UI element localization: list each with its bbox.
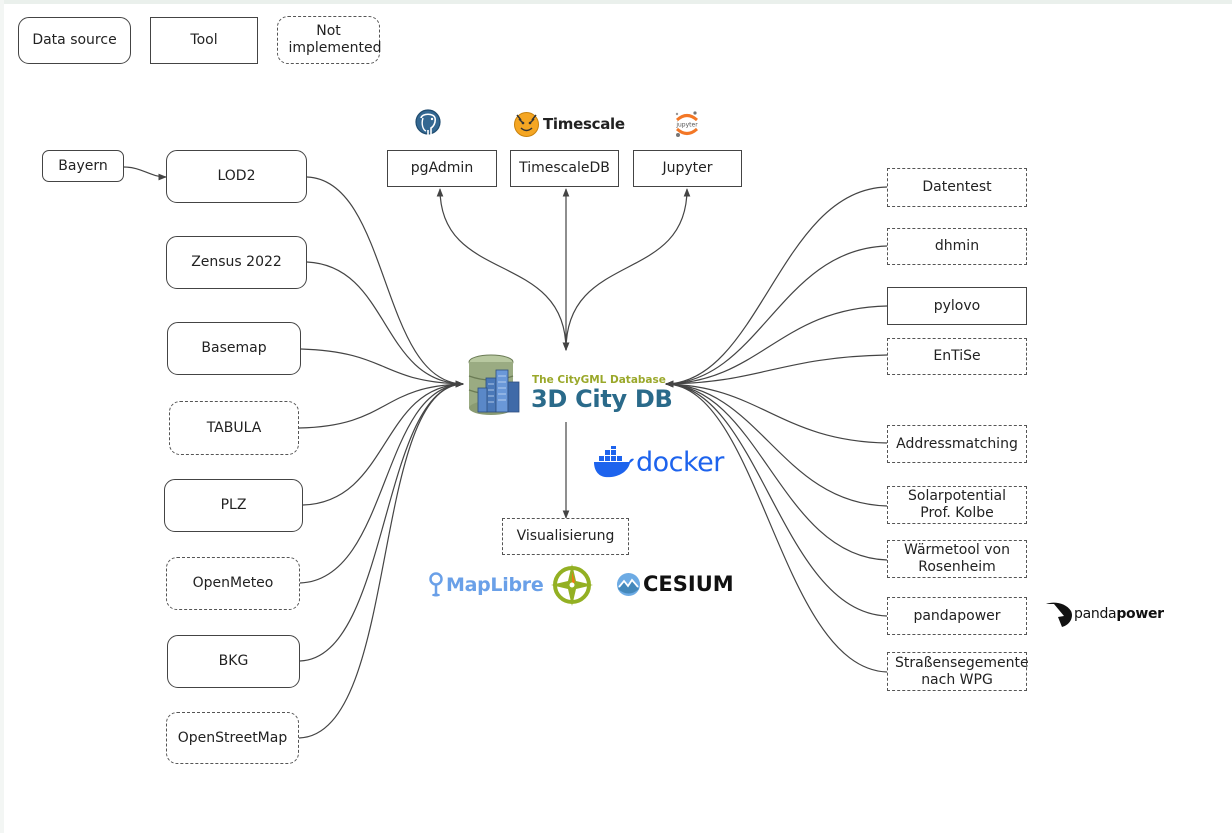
pandapower-logo-text-a: panda bbox=[1074, 606, 1117, 622]
source-zensus-2022: Zensus 2022 bbox=[166, 236, 307, 289]
edge-dhmin-citydb bbox=[665, 245, 888, 388]
top-border bbox=[0, 0, 1232, 4]
edge-pandapower-citydb bbox=[665, 380, 888, 617]
edge-solar-citydb bbox=[665, 380, 888, 507]
edge-zensus-citydb bbox=[306, 261, 464, 388]
source-openmeteo: OpenMeteo bbox=[166, 557, 300, 610]
pandapower-bolt-icon bbox=[1046, 602, 1072, 627]
legend-not-implemented: Not implemented bbox=[277, 16, 382, 64]
edge-citydb-pgadmin bbox=[436, 188, 570, 351]
citydb-title: 3D City DB bbox=[531, 385, 673, 413]
maplibre-logo-text: MapLibre bbox=[446, 574, 544, 596]
edge-citydb-jupyter bbox=[562, 188, 691, 351]
docker-whale-icon bbox=[594, 446, 634, 478]
source-openstreetmap: OpenStreetMap bbox=[166, 712, 299, 764]
edge-osm-citydb bbox=[298, 380, 464, 739]
pandapower-logo-text: pandapower bbox=[1074, 606, 1164, 622]
edge-basemap-citydb bbox=[300, 348, 464, 388]
tool-strassensegmente: Straßensegemente nach WPG bbox=[887, 652, 1029, 691]
source-basemap: Basemap bbox=[167, 322, 301, 375]
tool-solarpotential: Solarpotential Prof. Kolbe bbox=[887, 486, 1027, 524]
tool-solarpotential-label: Solarpotential Prof. Kolbe bbox=[908, 488, 1006, 521]
source-plz: PLZ bbox=[164, 479, 303, 532]
tool-timescaledb: TimescaleDB bbox=[510, 150, 619, 187]
jupyter-icon: jupyter bbox=[675, 111, 698, 137]
edge-entise-citydb bbox=[665, 354, 888, 388]
tool-pylovo: pylovo bbox=[887, 287, 1027, 325]
edge-waerme-citydb bbox=[665, 380, 888, 561]
edge-addressmatching-citydb bbox=[665, 380, 888, 444]
citydb-database-icon bbox=[468, 354, 520, 415]
left-border bbox=[0, 0, 4, 833]
edge-plz-citydb bbox=[302, 380, 464, 506]
timescale-tiger-icon bbox=[514, 112, 539, 137]
tool-visualisierung: Visualisierung bbox=[502, 518, 629, 555]
tool-waermetool: Wärmetool von Rosenheim bbox=[887, 540, 1027, 578]
tool-addressmatching: Addressmatching bbox=[887, 425, 1027, 463]
timescale-logo-text: Timescale bbox=[543, 115, 625, 133]
tool-dhmin: dhmin bbox=[887, 228, 1027, 265]
edge-lod2-citydb bbox=[306, 176, 464, 388]
source-tabula: TABULA bbox=[169, 401, 299, 455]
legend-tool: Tool bbox=[150, 17, 258, 64]
citydb-subtitle: The CityGML Database bbox=[532, 374, 666, 386]
maplibre-pin-icon bbox=[429, 572, 443, 597]
cesium-logo-text: CESIUM bbox=[643, 572, 734, 596]
pandapower-logo-text-b: power bbox=[1116, 606, 1164, 622]
tool-jupyter: Jupyter bbox=[633, 150, 742, 187]
edge-datentest-citydb bbox=[665, 186, 888, 388]
postgresql-elephant-icon bbox=[415, 109, 441, 139]
tool-strassensegmente-label: Straßensegemente nach WPG bbox=[895, 654, 1029, 688]
tool-waermetool-label: Wärmetool von Rosenheim bbox=[904, 542, 1010, 575]
legend-not-implemented-label: Not implemented bbox=[288, 23, 382, 56]
jupyter-icon-text: jupyter bbox=[675, 122, 698, 129]
docker-logo-text: docker bbox=[636, 447, 724, 478]
edge-tabula-citydb bbox=[298, 380, 464, 429]
qgis-compass-icon bbox=[551, 564, 593, 606]
source-lod2: LOD2 bbox=[166, 150, 307, 203]
edge-pylovo-citydb bbox=[665, 305, 888, 388]
tool-datentest: Datentest bbox=[887, 168, 1027, 207]
edge-bkg-citydb bbox=[299, 380, 464, 662]
tool-pgadmin: pgAdmin bbox=[387, 150, 497, 187]
edge-strassen-citydb bbox=[665, 380, 888, 673]
source-bayern: Bayern bbox=[42, 150, 124, 182]
edge-openmeteo-citydb bbox=[299, 380, 464, 584]
source-bkg: BKG bbox=[167, 635, 300, 688]
cesium-globe-icon bbox=[617, 573, 640, 596]
edge-bayern-lod2 bbox=[123, 166, 167, 181]
tool-entise: EnTiSe bbox=[887, 338, 1027, 375]
tool-pandapower: pandapower bbox=[887, 597, 1027, 635]
legend-data-source: Data source bbox=[18, 17, 131, 64]
